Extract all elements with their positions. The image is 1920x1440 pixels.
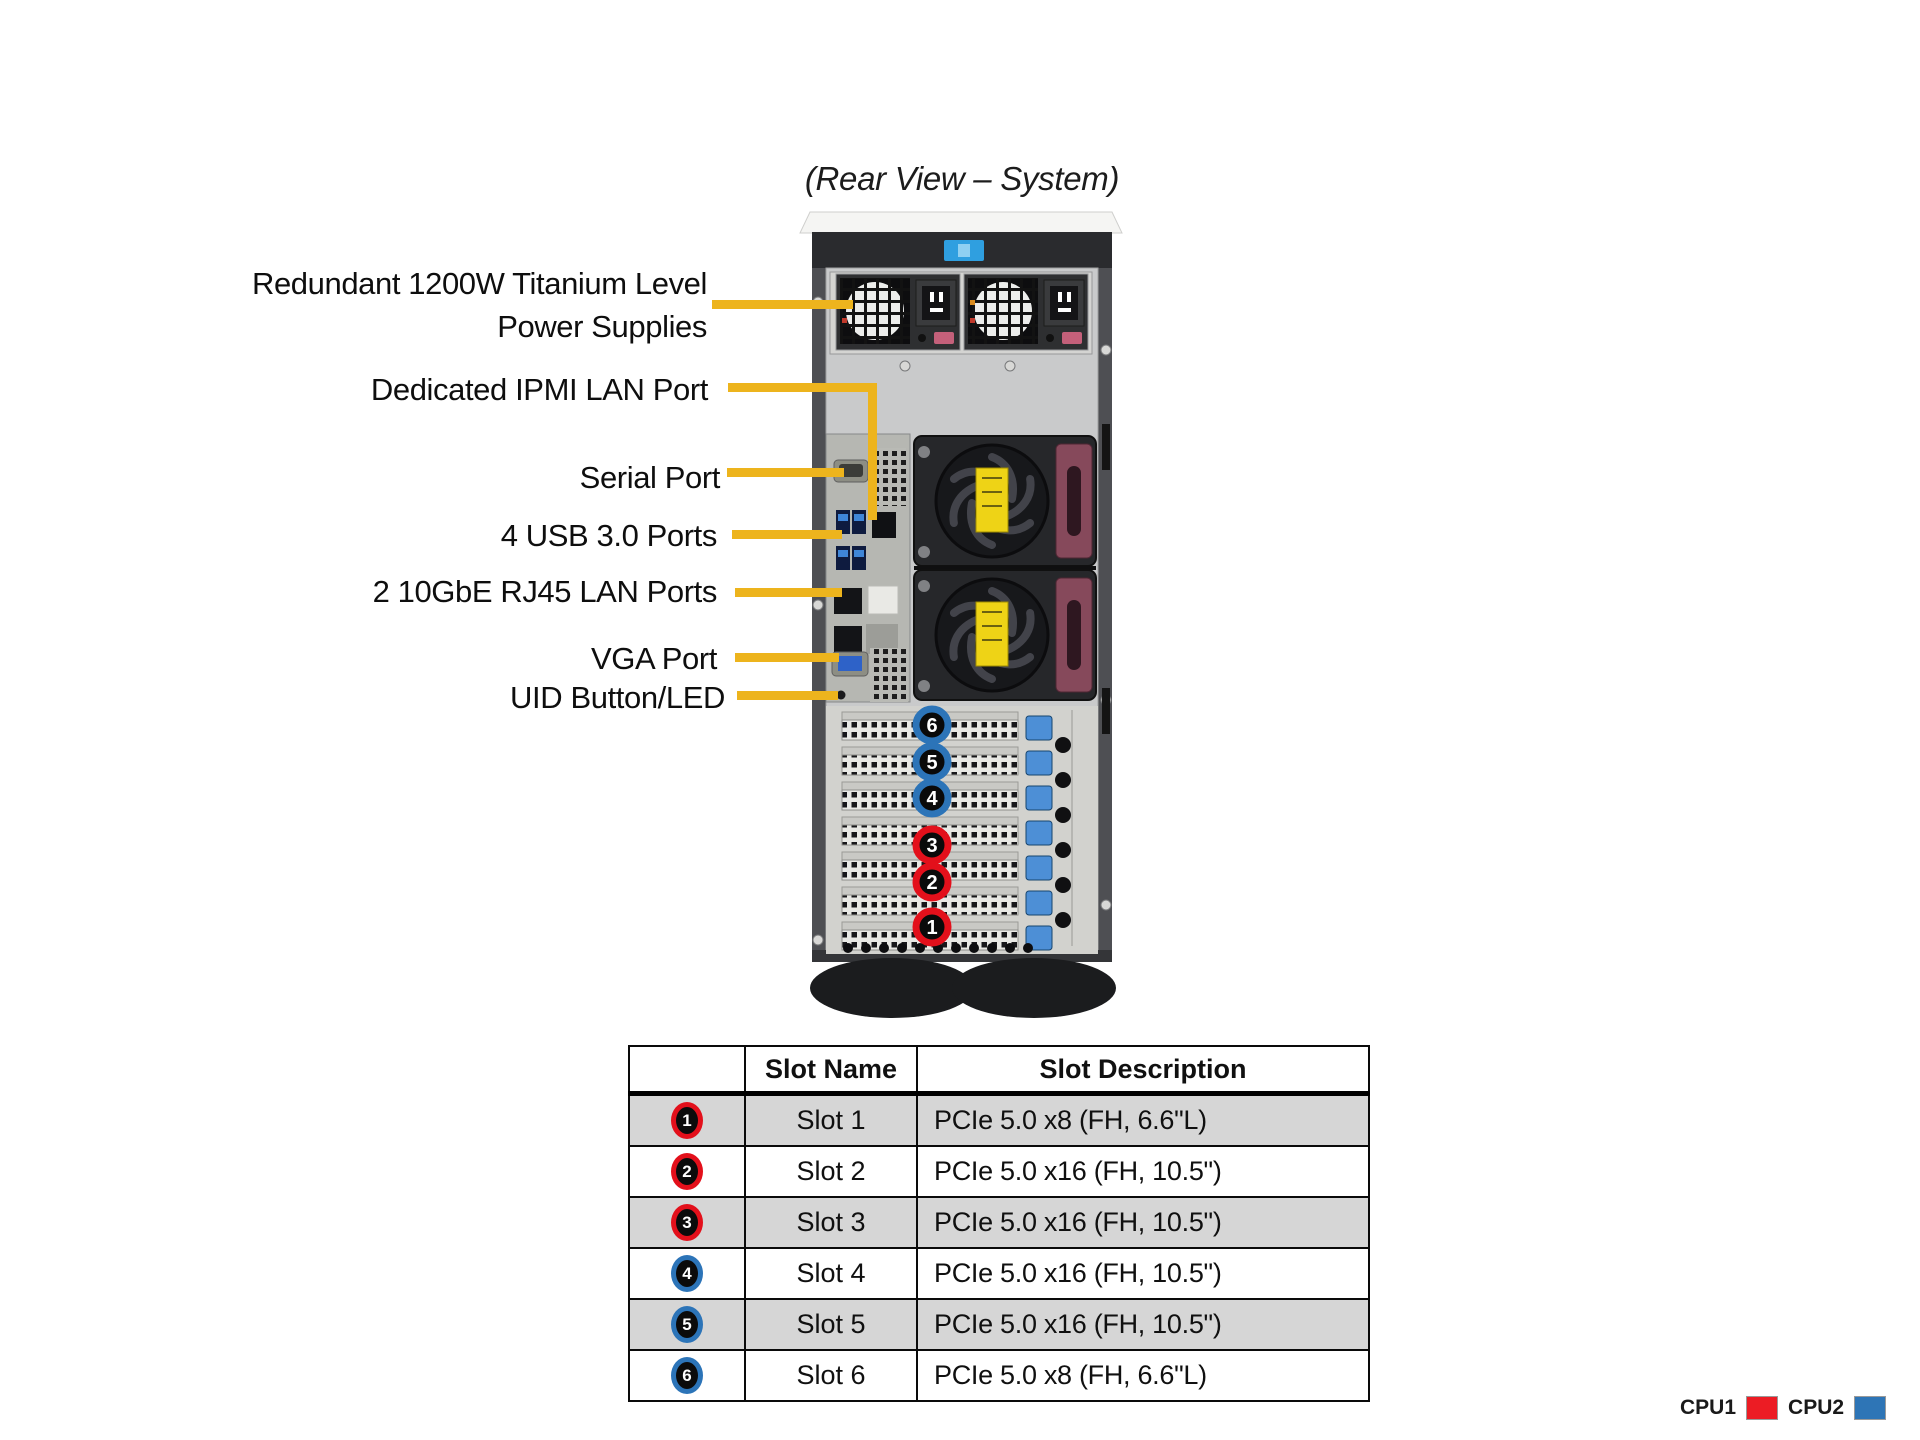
slot-badge-4: 4 [912,778,952,818]
svg-text:4: 4 [926,788,938,810]
callout-line-usb-ports [732,530,842,539]
power-supply-1 [835,273,961,351]
power-supply-bay [829,271,1093,372]
table-cell-slot-name: Slot 5 [744,1298,918,1351]
svg-text:1: 1 [926,917,937,939]
table-row-slot-5: 5 Slot 5 PCIe 5.0 x16 (FH, 10.5") [628,1298,1370,1351]
table-cell-badge: 2 [628,1145,746,1198]
table-cell-badge: 5 [628,1298,746,1351]
cpu1-color-swatch [1746,1396,1779,1420]
slot-description-table: Slot Name Slot Description 1 Slot 1 PCIe… [628,1045,1370,1402]
cpu-legend: CPU1 CPU2 [1680,1396,1887,1420]
chassis-foot [810,958,974,1018]
callout-line-ipmi-horizontal [728,383,877,392]
slot-holes [1055,737,1071,928]
svg-text:2: 2 [926,872,937,894]
bottom-vent-dots [843,943,1033,953]
callout-label-serial-port: Serial Port [579,460,721,495]
table-header-slot-description: Slot Description [916,1045,1370,1096]
usb-ports [836,510,866,570]
table-cell-slot-description: PCIe 5.0 x8 (FH, 6.6"L) [916,1349,1370,1402]
table-row-slot-3: 3 Slot 3 PCIe 5.0 x16 (FH, 10.5") [628,1196,1370,1249]
table-cell-slot-description: PCIe 5.0 x16 (FH, 10.5") [916,1145,1370,1198]
table-cell-slot-description: PCIe 5.0 x8 (FH, 6.6"L) [916,1092,1370,1147]
table-cell-badge: 6 [628,1349,746,1402]
slot-number-badge: 1 [671,1102,703,1139]
table-cell-badge: 1 [628,1092,746,1147]
fan-module-1 [913,435,1097,567]
callout-line-serial-port [727,468,844,477]
fan-module-2 [913,569,1097,701]
callout-label-lan-ports: 2 10GbE RJ45 LAN Ports [372,574,718,609]
svg-text:6: 6 [926,715,937,737]
svg-text:3: 3 [926,835,937,857]
vent-grid [870,648,908,702]
cpu2-color-swatch [1854,1396,1887,1420]
chassis-foot [952,958,1116,1018]
table-row-slot-2: 2 Slot 2 PCIe 5.0 x16 (FH, 10.5") [628,1145,1370,1198]
vent-grid [872,448,906,506]
table-header-row: Slot Name Slot Description [628,1045,1370,1096]
slot-number-badge: 5 [671,1306,703,1343]
uid-button [836,690,846,700]
callout-line-uid-button [737,691,838,700]
callout-label-vga-port: VGA Port [590,641,717,676]
slot-number-badge: 6 [671,1357,703,1394]
callout-label-uid-button: UID Button/LED [510,680,725,715]
expansion-slot-area [826,706,1098,954]
svg-text:5: 5 [926,752,937,774]
table-cell-badge: 4 [628,1247,746,1300]
table-row-slot-4: 4 Slot 4 PCIe 5.0 x16 (FH, 10.5") [628,1247,1370,1300]
table-cell-slot-name: Slot 4 [744,1247,918,1300]
table-cell-slot-name: Slot 2 [744,1145,918,1198]
server-slot-badges: 6 5 4 3 2 1 [912,705,952,947]
page-title: (Rear View – System) [804,160,1120,197]
io-panel [825,433,911,703]
table-cell-slot-name: Slot 6 [744,1349,918,1402]
power-supply-2 [963,273,1089,351]
table-row-slot-1: 1 Slot 1 PCIe 5.0 x8 (FH, 6.6"L) [628,1092,1370,1147]
callout-line-vga-port [735,653,839,662]
table-cell-slot-name: Slot 1 [744,1092,918,1147]
callout-line-power-supplies [712,300,853,309]
slot-number-badge: 2 [671,1153,703,1190]
server-rear-illustration: 6 5 4 3 2 1 [799,211,1123,1018]
slot-badge-1: 1 [912,907,952,947]
table-cell-slot-description: PCIe 5.0 x16 (FH, 10.5") [916,1247,1370,1300]
cpu2-legend-label: CPU2 [1788,1396,1845,1419]
table-cell-slot-description: PCIe 5.0 x16 (FH, 10.5") [916,1196,1370,1249]
lan-port-2 [834,626,862,652]
callout-label-usb-ports: 4 USB 3.0 Ports [500,518,718,553]
callout-label-power-supplies: Redundant 1200W Titanium Level Power Sup… [251,266,707,344]
slot-badge-6: 6 [912,705,952,745]
slot-badge-5: 5 [912,742,952,782]
slot-badge-2: 2 [912,862,952,902]
table-header-slot-name: Slot Name [744,1045,918,1096]
table-cell-slot-description: PCIe 5.0 x16 (FH, 10.5") [916,1298,1370,1351]
table-cell-badge: 3 [628,1196,746,1249]
table-cell-slot-name: Slot 3 [744,1196,918,1249]
cpu1-legend-label: CPU1 [1680,1396,1737,1419]
slot-badge-3: 3 [912,825,952,865]
callout-line-lan-ports [735,588,842,597]
slot-number-badge: 4 [671,1255,703,1292]
table-header-badge-column [628,1045,746,1096]
callout-line-ipmi-vertical [868,383,877,520]
table-row-slot-6: 6 Slot 6 PCIe 5.0 x8 (FH, 6.6"L) [628,1349,1370,1402]
slot-latches [1025,715,1053,951]
callout-label-ipmi-lan-port: Dedicated IPMI LAN Port [370,372,709,407]
slot-number-badge: 3 [671,1204,703,1241]
